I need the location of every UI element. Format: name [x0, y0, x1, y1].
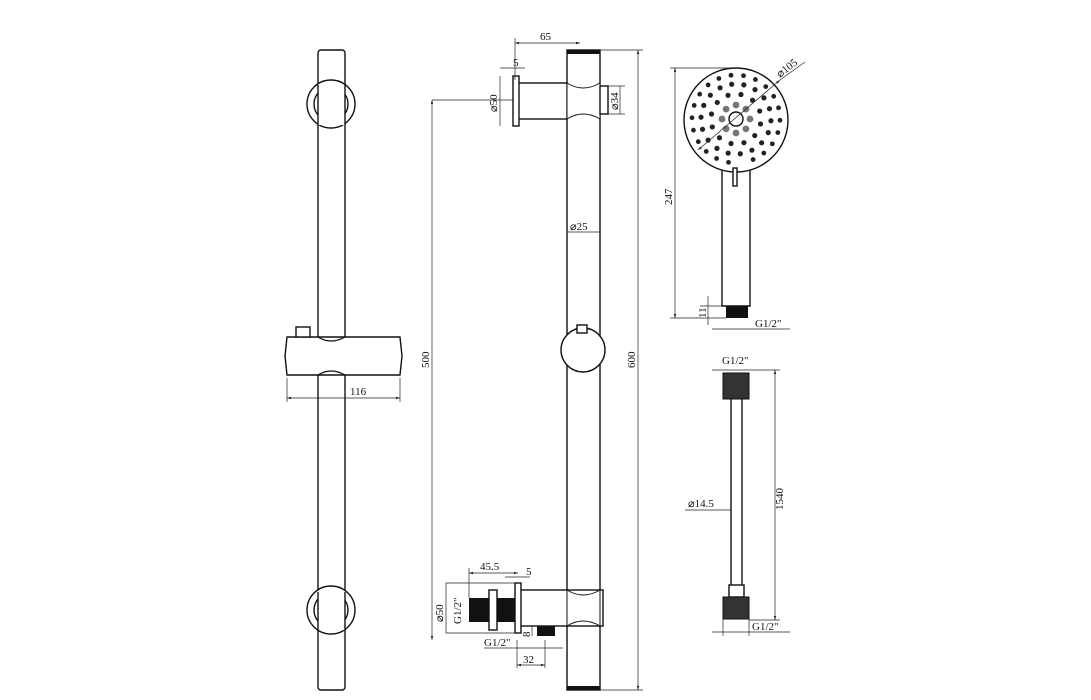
- dim-outlet-thread: G1/2": [484, 637, 511, 649]
- spray-nozzle: [757, 121, 764, 127]
- spray-nozzle: [738, 91, 744, 98]
- spray-nozzle: [728, 72, 734, 78]
- spray-nozzle: [699, 126, 706, 132]
- dim-outlet-height: 8: [521, 631, 533, 637]
- spray-nozzle: [716, 76, 722, 81]
- hose-tube: [730, 397, 743, 596]
- spray-nozzle: [757, 108, 763, 114]
- spray-nozzle: [768, 118, 774, 124]
- dim-outlet-length: 45.5: [480, 561, 500, 573]
- spray-nozzle: [752, 87, 758, 93]
- top-nut: [722, 372, 750, 400]
- spray-nozzle: [741, 73, 746, 79]
- spray-nozzle: [691, 127, 696, 133]
- spray-nozzle: [752, 132, 758, 139]
- spray-nozzle: [777, 117, 783, 123]
- spray-nozzle: [759, 140, 765, 146]
- hose: G1/2" 1540 ⌀14.5 G1/2": [685, 355, 790, 636]
- front-view: 116: [284, 49, 403, 691]
- spray-nozzle: [709, 124, 715, 130]
- dim-hose-length: 1540: [774, 488, 786, 511]
- dim-flange-thickness-bottom: 5: [526, 566, 532, 578]
- spray-nozzle: [707, 92, 713, 98]
- spray-nozzle: [728, 140, 734, 147]
- dim-handshower-thread: G1/2": [755, 318, 782, 330]
- spray-nozzle: [729, 81, 735, 87]
- dim-slider-width: 116: [350, 386, 367, 398]
- slider-knob: [560, 327, 606, 373]
- dim-rail-diameter: ⌀25: [570, 221, 588, 233]
- spray-nozzle: [722, 125, 730, 133]
- spray-nozzle: [697, 91, 703, 97]
- end-cap: [599, 85, 609, 115]
- spray-nozzle: [708, 111, 715, 117]
- spray-nozzle: [761, 150, 767, 156]
- hose-outlet: [537, 626, 555, 636]
- spray-nozzle: [732, 101, 740, 109]
- handle: [721, 169, 751, 307]
- spray-nozzle: [726, 159, 731, 165]
- spray-nozzle: [741, 82, 747, 88]
- spray-nozzle: [775, 130, 781, 136]
- spray-nozzle: [695, 139, 701, 145]
- spray-nozzle: [717, 85, 723, 91]
- spray-nozzle: [703, 149, 709, 154]
- spray-nozzle: [742, 125, 750, 133]
- dim-hose-bottom-thread: G1/2": [752, 621, 779, 633]
- dim-handshower-length: 247: [663, 188, 675, 205]
- spray-nozzle: [716, 135, 723, 141]
- spray-nozzle: [714, 99, 720, 106]
- spray-nozzle: [771, 93, 777, 99]
- spray-nozzle: [749, 147, 755, 153]
- dim-rail-length: 600: [626, 351, 638, 368]
- spray-nozzle: [753, 77, 758, 82]
- spray-nozzle: [701, 102, 707, 108]
- connector: [726, 306, 748, 318]
- spray-nozzle: [691, 102, 697, 108]
- spray-nozzle: [763, 84, 769, 89]
- dim-hose-top-thread: G1/2": [722, 355, 749, 367]
- dim-flange-diameter-bottom: ⌀50: [434, 604, 446, 622]
- slider: [284, 336, 403, 376]
- spray-nozzle: [741, 140, 747, 146]
- spray-nozzle: [698, 114, 704, 120]
- spray-nozzle: [714, 145, 720, 151]
- dim-outlet-offset: 32: [523, 654, 534, 666]
- spray-nozzle: [737, 151, 743, 157]
- dim-flange-diameter-top: ⌀50: [488, 94, 500, 112]
- dim-end-cap-diameter: ⌀34: [609, 92, 621, 110]
- top-flange: [512, 75, 520, 127]
- spray-nozzle: [761, 95, 767, 101]
- top-arm: [516, 82, 568, 120]
- dim-flange-thickness-top: 5: [513, 57, 519, 69]
- spray-nozzle: [689, 115, 695, 121]
- spray-nozzle: [714, 156, 719, 161]
- spray-nozzle: [750, 157, 756, 162]
- spray-nozzle: [769, 141, 775, 147]
- bottom-nut: [722, 596, 750, 620]
- spray-nozzle: [746, 115, 754, 123]
- spray-nozzle: [732, 129, 740, 137]
- handshower: ⌀105 247 11 G1/2": [663, 56, 806, 330]
- spray-nozzle: [705, 82, 711, 88]
- spray-nozzle: [765, 130, 771, 136]
- spray-nozzle: [718, 115, 726, 123]
- spray-nozzle: [776, 105, 781, 111]
- side-view: 65 5 ⌀50 ⌀34 ⌀25 500 600 45.5 5 ⌀50 G1/2…: [420, 31, 643, 691]
- dim-hose-diameter: ⌀14.5: [688, 498, 714, 510]
- spray-nozzle: [725, 92, 731, 98]
- spray-nozzle: [766, 106, 773, 112]
- dim-connector-height: 11: [697, 307, 709, 318]
- spray-nozzle: [725, 150, 731, 156]
- dim-inlet-thread: G1/2": [452, 598, 464, 625]
- spray-nozzle: [722, 105, 730, 113]
- dim-head-diameter: ⌀105: [774, 56, 800, 80]
- dim-bracket-spacing: 500: [420, 351, 432, 368]
- dim-arm-length: 65: [540, 31, 552, 43]
- bottom-flange: [514, 582, 522, 634]
